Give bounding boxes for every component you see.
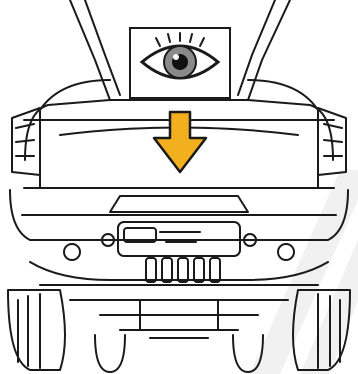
suspension xyxy=(95,335,263,372)
inspection-callout xyxy=(130,28,230,98)
left-wheel xyxy=(8,290,65,370)
diffuser-vents xyxy=(146,258,220,282)
